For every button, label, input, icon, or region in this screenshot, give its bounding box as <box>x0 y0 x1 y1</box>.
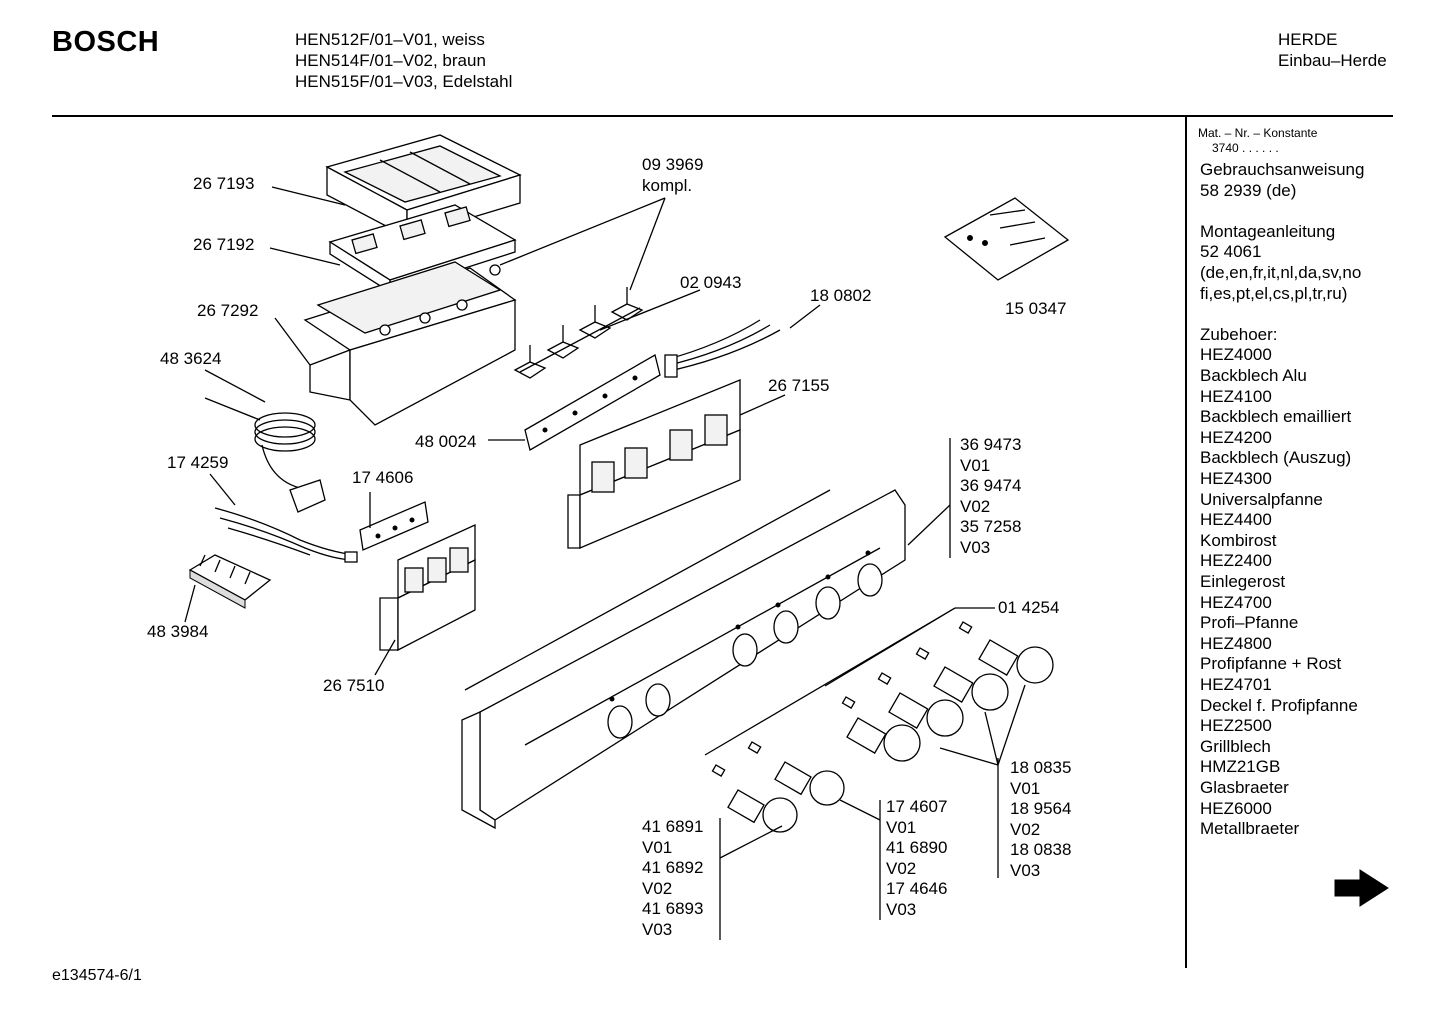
small-switch-module-part <box>379 523 476 652</box>
sidebar-line: HEZ4800 <box>1200 633 1272 653</box>
sidebar-line: Universalpfanne <box>1200 489 1323 509</box>
sidebar-line: HEZ4701 <box>1200 675 1272 694</box>
part-group-line: V02 <box>886 858 917 878</box>
sidebar-line: Kombirost <box>1200 530 1277 550</box>
sidebar-line: Glasbraeter <box>1200 778 1289 797</box>
sidebar-line: Montageanleitung <box>1200 221 1336 241</box>
sidebar-line: Profi–Pfanne <box>1200 613 1299 633</box>
sidebar-line: 52 4061 <box>1200 242 1262 262</box>
knobs-part <box>711 621 1054 833</box>
sidebar-line: HEZ4400 <box>1200 510 1272 530</box>
temperature-sensor-part <box>204 397 326 513</box>
sidebar-line: Metallbraeter <box>1200 819 1300 839</box>
control-panel-part <box>461 489 906 830</box>
part-group-line: 41 6892 <box>642 858 704 878</box>
sidebar-line: HEZ4300 <box>1200 469 1272 488</box>
category-title: HERDE <box>1278 30 1338 49</box>
switch-set-part <box>513 287 644 379</box>
sidebar-line: Zubehoer: <box>1200 324 1278 344</box>
mat-nr-label: Mat. – Nr. – Konstante <box>1198 126 1318 140</box>
brand-logo: BOSCH <box>52 26 160 58</box>
part-group-line: 41 6891 <box>642 817 704 836</box>
part-group-line: 18 0838 <box>1010 840 1072 860</box>
part-group-line: V03 <box>642 920 673 939</box>
sidebar-line: Deckel f. Profipfanne <box>1200 695 1358 715</box>
model-line-2: HEN514F/01–V02, braun <box>295 51 486 70</box>
model-line-1: HEN512F/01–V01, weiss <box>295 30 485 49</box>
wiring-part <box>214 507 358 563</box>
part-group-line: 41 6893 <box>642 899 704 919</box>
sidebar-line: Profipfanne + Rost <box>1200 654 1342 674</box>
part-group-line: V01 <box>960 455 991 475</box>
terminal-block-part <box>188 554 272 609</box>
mounting-strip-part <box>524 354 661 451</box>
part-group-line: 17 4646 <box>886 879 948 899</box>
part-label-483624: 48 3624 <box>160 349 222 368</box>
screw-bag-part <box>943 197 1070 281</box>
sidebar-line: Gebrauchsanweisung <box>1200 160 1365 179</box>
part-group-line: 18 9564 <box>1010 799 1072 819</box>
part-group-line: V02 <box>642 878 673 898</box>
part-label-020943: 02 0943 <box>680 273 742 292</box>
header-rule <box>52 115 1393 117</box>
document-id: e134574-6/1 <box>52 967 142 984</box>
sidebar-line: HEZ4200 <box>1200 427 1272 447</box>
part-group-line: V02 <box>1010 819 1041 839</box>
part-label-150347: 15 0347 <box>1005 299 1067 318</box>
part-label-267155: 26 7155 <box>768 376 830 395</box>
part-group-line: V03 <box>1010 861 1041 880</box>
part-label-267510: 26 7510 <box>323 676 385 695</box>
sidebar-line: HEZ2500 <box>1200 716 1272 736</box>
part-group-line: 18 0835 <box>1010 758 1072 777</box>
part-label-174259: 17 4259 <box>167 453 229 472</box>
sidebar-line: HEZ4100 <box>1200 386 1272 406</box>
part-group-line: 17 4607 <box>886 797 948 816</box>
part-label-174606: 17 4606 <box>352 468 414 487</box>
part-group-line: 36 9473 <box>960 435 1022 454</box>
part-label-093969: 09 3969 <box>642 155 704 174</box>
part-group-line: V03 <box>960 538 991 557</box>
part-label-267292: 26 7292 <box>197 301 259 320</box>
part-label-180802: 18 0802 <box>810 286 872 305</box>
part-group-line: V01 <box>642 837 673 857</box>
subcategory-title: Einbau–Herde <box>1278 51 1387 70</box>
sidebar-line: HEZ4000 <box>1200 345 1272 365</box>
part-group-line: 35 7258 <box>960 517 1022 537</box>
sidebar-line: fi,es,pt,el,cs,pl,tr,ru) <box>1200 283 1348 303</box>
housing-part <box>303 261 517 426</box>
sidebar-line: Backblech (Auszug) <box>1200 448 1352 468</box>
circuit-strip-part <box>359 501 429 551</box>
model-line-3: HEN515F/01–V03, Edelstahl <box>295 72 513 91</box>
sidebar-line: HEZ4700 <box>1200 592 1272 612</box>
part-group-line: 41 6890 <box>886 838 948 858</box>
part-group-line: V01 <box>1010 778 1041 798</box>
part-group-line: V03 <box>886 900 917 919</box>
leader-lines <box>184 186 1026 940</box>
switch-module-part <box>567 379 741 549</box>
cable-harness-part <box>664 319 781 378</box>
sidebar-line: HMZ21GB <box>1200 757 1281 777</box>
part-group-line: V02 <box>960 496 991 516</box>
right-arrow-icon[interactable] <box>1334 869 1389 907</box>
mat-nr-value: 3740 . . . . . . <box>1212 141 1279 155</box>
part-label-kompl: kompl. <box>642 176 693 195</box>
part-label-267192: 26 7192 <box>193 235 255 254</box>
part-label-483984: 48 3984 <box>147 622 209 641</box>
sidebar-line: Backblech emailliert <box>1200 407 1352 427</box>
part-label-480024: 48 0024 <box>415 432 477 451</box>
sidebar-line: 58 2939 (de) <box>1200 180 1297 200</box>
part-label-014254: 01 4254 <box>998 598 1060 617</box>
part-group-line: 36 9474 <box>960 476 1022 496</box>
sidebar-line: Grillblech <box>1200 736 1271 756</box>
part-group-line: V01 <box>886 817 917 837</box>
sidebar-separator <box>1185 117 1187 968</box>
sidebar-line: HEZ6000 <box>1200 798 1272 818</box>
sidebar-line: Backblech Alu <box>1200 366 1307 385</box>
sidebar-line: (de,en,fr,it,nl,da,sv,no <box>1200 263 1362 282</box>
sidebar-line: Einlegerost <box>1200 572 1286 591</box>
part-label-267193: 26 7193 <box>193 174 255 193</box>
sidebar-line: HEZ2400 <box>1200 551 1272 571</box>
